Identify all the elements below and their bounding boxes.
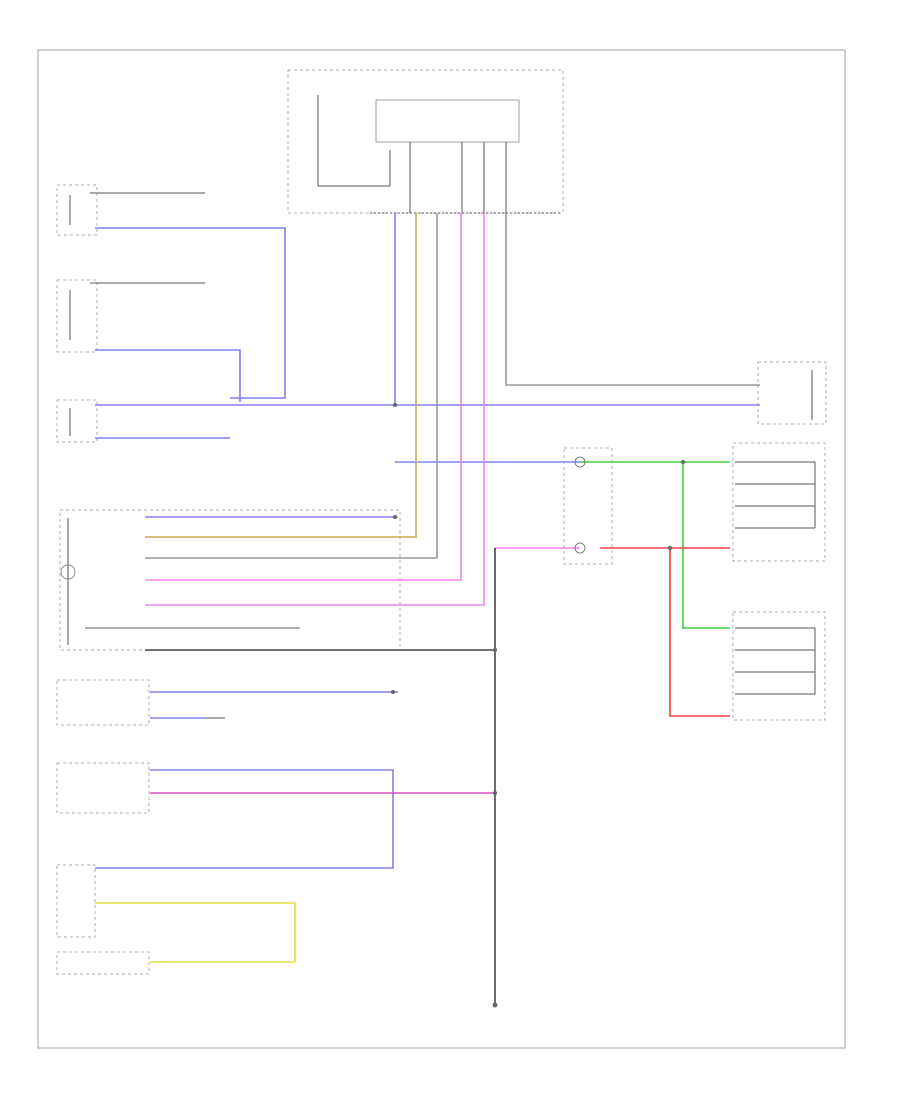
connector-icon <box>574 542 586 554</box>
ground-point-icon <box>492 1002 498 1008</box>
gray-wires <box>85 213 760 963</box>
connector-icon <box>574 456 586 468</box>
left-switch-5 <box>56 762 150 814</box>
left-switch-1 <box>56 184 205 236</box>
joint-connectors <box>563 447 613 565</box>
red-wires <box>600 547 730 717</box>
left-switch-2 <box>56 279 205 353</box>
right-top-connector <box>757 361 827 425</box>
blue-wires <box>95 213 760 869</box>
tan-wire <box>145 213 417 538</box>
left-switch-6 <box>56 864 150 975</box>
right-middle-panel <box>732 442 826 562</box>
pink-wires <box>145 213 580 794</box>
green-wires <box>580 461 730 629</box>
left-switch-3 <box>56 399 98 443</box>
ground-trunk <box>145 548 498 1008</box>
junction-dots <box>391 403 685 795</box>
control-unit-box <box>375 99 520 143</box>
diagram-frame <box>37 49 846 1049</box>
right-lower-panel <box>732 611 826 721</box>
top-connector-module <box>287 69 564 214</box>
